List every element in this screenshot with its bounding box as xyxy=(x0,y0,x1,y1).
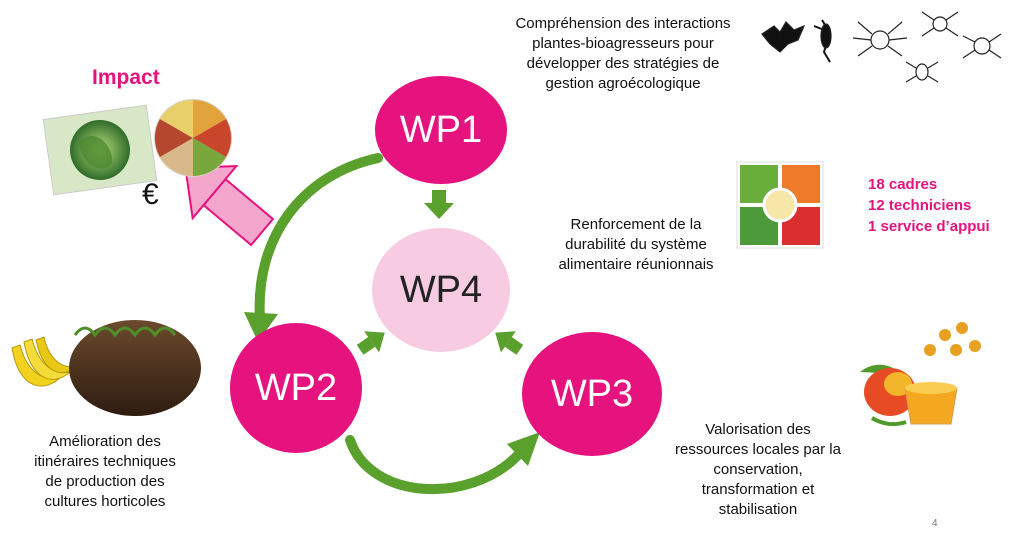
wp1-label: WP1 xyxy=(399,108,483,151)
arrow-wp3-wp4 xyxy=(495,331,524,355)
wp4-circle: WP4 xyxy=(372,228,510,352)
wp2-description: Amélioration des itinéraires techniques … xyxy=(34,433,176,510)
wp3-label: WP3 xyxy=(550,372,634,415)
page-number: 4 xyxy=(932,518,938,529)
arrow-wp1-wp4-head xyxy=(424,203,454,219)
mango-juice-image xyxy=(860,322,981,427)
impact-title: Impact xyxy=(92,66,160,89)
bananas-image xyxy=(11,336,78,387)
arrow-wp2-to-wp3-head xyxy=(507,432,540,466)
wp2-circle: WP2 xyxy=(230,323,362,453)
arrow-wp2-to-wp3 xyxy=(345,435,523,495)
arrow-wp2-wp4 xyxy=(356,331,385,355)
wp3-circle: WP3 xyxy=(522,332,662,456)
globe-image xyxy=(42,104,158,196)
food-plate-image xyxy=(154,99,232,177)
animals-image xyxy=(761,11,1002,83)
arrow-wp1-to-wp2 xyxy=(254,153,383,323)
impact-arrow xyxy=(184,165,275,247)
wp1-circle: WP1 xyxy=(375,76,507,184)
wp2-label: WP2 xyxy=(254,366,338,409)
arrow-wp1-wp4-shaft xyxy=(432,190,446,203)
wp1-description: Compréhension des interactions plantes-b… xyxy=(515,15,731,92)
soil-image xyxy=(69,320,201,416)
euro-symbol: € xyxy=(142,178,159,211)
staff-list: 18 cadres 12 techniciens 1 service d’app… xyxy=(868,176,990,235)
wp3-description: Valorisation des ressources locales par … xyxy=(675,421,841,518)
wp4-label: WP4 xyxy=(399,268,483,311)
arrow-wp1-to-wp2-head xyxy=(244,312,278,342)
wp4-description: Renforcement de la durabilité du système… xyxy=(558,216,714,273)
food-system-logo xyxy=(736,161,824,249)
